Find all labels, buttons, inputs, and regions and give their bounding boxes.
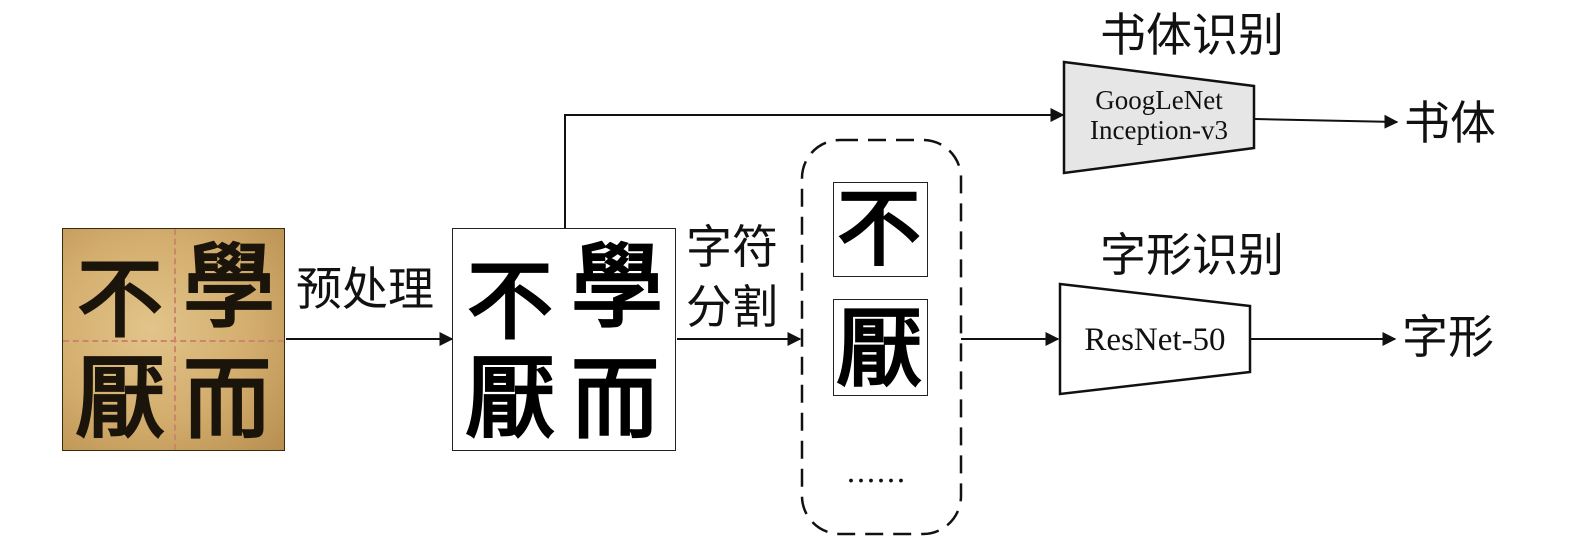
calligraphy-photo: 不 學 厭 而 <box>62 228 285 451</box>
segmented-char-1: 不 <box>837 179 922 278</box>
segmented-ellipsis: …… <box>846 455 906 490</box>
binarized-char-4: 而 <box>571 347 660 451</box>
segment-label-line1: 字符 <box>686 220 778 274</box>
style-output-label: 书体 <box>1404 96 1496 150</box>
segment-label-line2: 分割 <box>686 280 778 334</box>
photo-char-1: 不 <box>77 249 163 350</box>
segmented-char-2: 厭 <box>836 298 922 399</box>
photo-grid-vertical <box>173 229 176 450</box>
glyph-network-label: ResNet-50 <box>1084 322 1226 358</box>
style-network-shape <box>1062 60 1256 175</box>
style-recognition-title: 书体识别 <box>1100 8 1284 62</box>
binarized-char-3: 厭 <box>465 345 555 451</box>
binarized-char-1: 不 <box>467 251 553 352</box>
binarized-image: 不 學 厭 而 <box>452 228 676 451</box>
preprocess-label: 预处理 <box>296 262 434 316</box>
segmented-group-border <box>800 138 963 536</box>
photo-char-2: 學 <box>183 233 276 341</box>
arrow-style-output <box>1254 114 1399 129</box>
glyph-network-shape <box>1058 282 1252 396</box>
style-network-label: GoogLeNet Inception-v3 <box>1066 85 1252 145</box>
glyph-output-label: 字形 <box>1402 310 1494 364</box>
segmented-char-cell-1: 不 <box>833 182 928 277</box>
glyph-recognition-title: 字形识别 <box>1100 228 1284 282</box>
style-network-variant: Inception-v3 <box>1090 114 1228 145</box>
style-network-name: GoogLeNet <box>1095 85 1223 115</box>
segmented-char-cell-2: 厭 <box>833 299 928 396</box>
arrow-style-branch <box>564 108 1065 228</box>
photo-char-4: 而 <box>183 347 272 451</box>
binarized-char-2: 學 <box>571 233 664 341</box>
photo-char-3: 厭 <box>75 345 165 451</box>
